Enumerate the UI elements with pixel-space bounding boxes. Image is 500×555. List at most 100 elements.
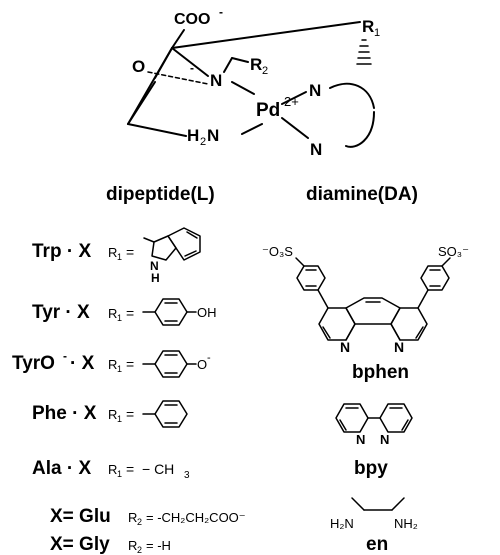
- phe-r1-sub: 1: [117, 414, 122, 424]
- tyro-o: O: [197, 357, 207, 372]
- bond-pd-nbottom: [281, 117, 309, 139]
- bpy-label: bpy: [354, 458, 388, 479]
- tyro-name: TyrO: [12, 353, 55, 374]
- x-definition-gly: X= Gly R 2 = -H: [50, 534, 171, 555]
- bond-amide-dashed: [147, 71, 209, 85]
- phe-name: Phe · X: [32, 403, 97, 424]
- coo-label: COO: [174, 11, 210, 28]
- phe-r1: R: [108, 407, 117, 422]
- x-gly-value: = -H: [146, 538, 171, 553]
- bond-n-pd: [231, 81, 255, 95]
- indole-structure: [143, 227, 201, 261]
- amide-n: N: [210, 71, 222, 90]
- tyro-o-charge: -: [207, 352, 211, 364]
- phe-eq: =: [126, 406, 134, 422]
- phenol-ring: [142, 298, 197, 326]
- r2-subscript: 2: [262, 65, 268, 77]
- diamine-n-top: N: [309, 81, 321, 100]
- tyro-eq: =: [126, 356, 134, 372]
- tyro-r1-sub: 1: [117, 364, 122, 374]
- hashed-wedge: [356, 39, 372, 65]
- bpy-n-right: N: [380, 432, 389, 447]
- caption-dipeptide: dipeptide(L): [106, 184, 215, 205]
- bond-ca-n: [171, 47, 209, 77]
- bphen-label: bphen: [352, 362, 409, 383]
- diamine-structures: ⁻O₃S SO₃⁻ N N bphen: [262, 244, 469, 555]
- r1-label: R: [362, 17, 374, 36]
- r2-label: R: [250, 55, 262, 74]
- tyr-r1: R: [108, 306, 117, 321]
- tyr-oh: OH: [197, 305, 217, 320]
- bond-pd-ntop: [281, 91, 307, 105]
- diamine-n-bottom: N: [310, 140, 322, 159]
- amine-h: H: [187, 126, 199, 145]
- x-glu-value: = -CH₂CH₂COO⁻: [146, 510, 246, 525]
- amide-charge: -: [190, 61, 194, 75]
- ala-eq: =: [126, 461, 134, 477]
- tyr-eq: =: [126, 305, 134, 321]
- amine-subscript: 2: [200, 136, 206, 148]
- row-phe: Phe · X R 1 =: [32, 400, 188, 428]
- tyro-x: · X: [70, 353, 95, 374]
- bpy-ring-left: [335, 403, 369, 433]
- en-structure: H₂N NH₂ en: [330, 497, 418, 555]
- bond-h2n-pd: [241, 123, 263, 135]
- pd-label: Pd: [256, 100, 280, 121]
- phen-ring-right: [390, 307, 428, 341]
- ala-r1-sub: 1: [117, 469, 122, 479]
- row-tyro: TyrO - · X R 1 = O -: [12, 349, 211, 378]
- x-gly-r2-sub: 2: [137, 545, 142, 555]
- pd-charge: 2+: [284, 94, 299, 109]
- bond-ch-r2: [231, 57, 249, 63]
- en-nh2: NH₂: [394, 516, 418, 531]
- x-glu-lhs: X= Glu: [50, 506, 111, 527]
- x-definition-glu: X= Glu R 2 = -CH₂CH₂COO⁻: [50, 506, 246, 527]
- en-label: en: [366, 534, 388, 555]
- r1-subscript: 1: [374, 27, 380, 39]
- tyro-charge: -: [63, 349, 67, 363]
- bond-top-to-r1: [171, 21, 361, 49]
- tyro-r1: R: [108, 357, 117, 372]
- ala-ch3: − CH: [142, 461, 174, 477]
- tyr-name: Tyr · X: [32, 302, 90, 323]
- x-glu-r2-sub: 2: [137, 517, 142, 527]
- ala-name: Ala · X: [32, 458, 91, 479]
- x-gly-r2: R: [128, 538, 137, 553]
- dipeptide-list: Trp · X R 1 = N H Tyr · X R 1 =: [12, 227, 246, 555]
- row-trp: Trp · X R 1 = N H: [32, 227, 201, 285]
- bond-to-h2n: [127, 123, 187, 137]
- x-glu-r2: R: [128, 510, 137, 525]
- tyr-r1-sub: 1: [117, 313, 122, 323]
- carbonyl-o: O: [132, 57, 145, 76]
- pd-complex: COO - R 1 O - N R 2 Pd 2+ N N H 2 N dipe…: [106, 5, 418, 205]
- trp-r1: R: [108, 245, 117, 260]
- bpy-n-left: N: [356, 432, 365, 447]
- trp-eq: =: [126, 244, 134, 260]
- bond-n-ch: [223, 57, 233, 73]
- coo-charge: -: [219, 5, 223, 19]
- en-h2n: H₂N: [330, 516, 354, 531]
- sulfophenyl-right: [420, 265, 450, 291]
- bond-c-lower: [127, 81, 156, 125]
- phen-ring-left: [318, 307, 356, 341]
- ala-ch3-sub: 3: [184, 470, 190, 481]
- bond-coo-ca: [171, 29, 185, 49]
- bpy-ring-right: [379, 403, 413, 433]
- phenolate-ring: [142, 350, 197, 378]
- phenyl-ring: [142, 400, 188, 428]
- ala-r1: R: [108, 462, 117, 477]
- x-gly-lhs: X= Gly: [50, 534, 110, 555]
- chelate-arc-bottom: [345, 111, 375, 148]
- indole-h: H: [151, 271, 160, 285]
- chelate-arc-top: [329, 82, 375, 109]
- bphen-n-right: N: [394, 339, 404, 355]
- bond-co: [154, 47, 173, 79]
- trp-r1-sub: 1: [117, 252, 122, 262]
- caption-diamine: diamine(DA): [306, 184, 418, 205]
- bpy-structure: N N bpy: [335, 403, 413, 479]
- amine-n: N: [207, 126, 219, 145]
- trp-name: Trp · X: [32, 241, 91, 262]
- indole-n: N: [150, 259, 159, 273]
- bphen-so3-left: ⁻O₃S: [262, 244, 293, 259]
